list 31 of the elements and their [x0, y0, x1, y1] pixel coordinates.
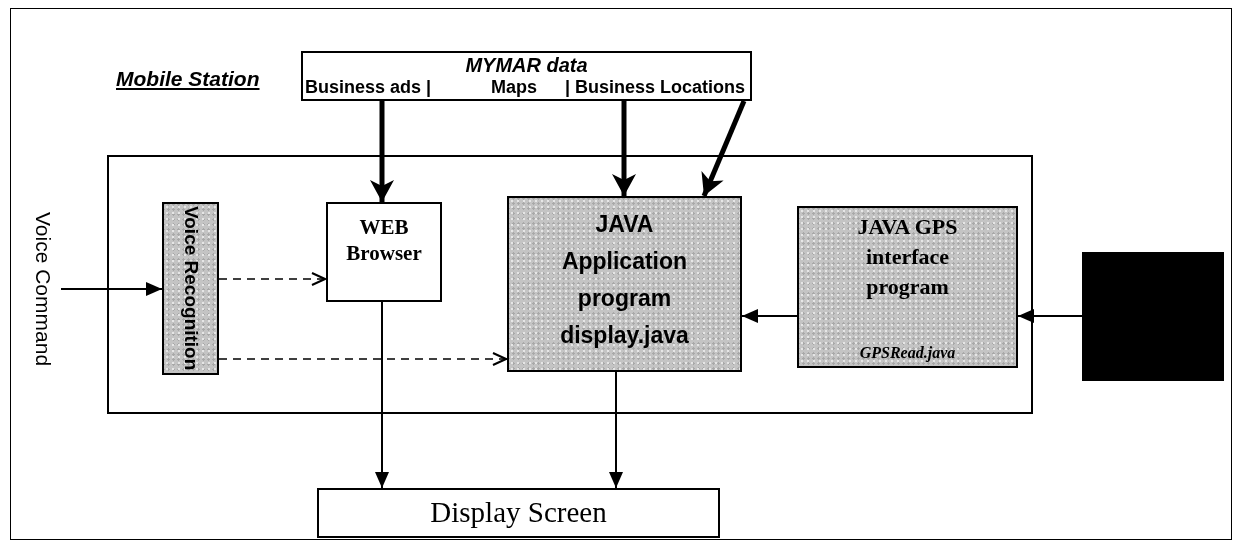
- process-label: Voice Recognition: [179, 205, 203, 373]
- arrow: [375, 301, 389, 489]
- arrow: [612, 101, 636, 196]
- device-block: [1082, 252, 1224, 381]
- display-label: Display Screen: [429, 496, 608, 529]
- process-label: JAVA Application program display.java: [559, 210, 690, 350]
- process-label: WEB Browser: [345, 214, 423, 266]
- arrow: [701, 100, 747, 197]
- box-title: MYMAR data: [464, 54, 589, 77]
- arrow: [60, 282, 163, 296]
- file-name: GPSRead.java: [858, 344, 957, 362]
- arrow: [218, 352, 508, 366]
- process-box: [326, 202, 442, 302]
- arrow: [370, 101, 394, 202]
- data-item: Business ads |: [305, 77, 432, 98]
- arrow: [1017, 309, 1083, 323]
- section-heading: Mobile Station: [116, 67, 260, 91]
- data-item: | Business Locations: [565, 77, 746, 98]
- process-box: [507, 196, 742, 372]
- arrow: [741, 309, 798, 323]
- frame-box: [10, 8, 1232, 540]
- input-label: Voice Command: [31, 210, 56, 369]
- process-box: [797, 206, 1018, 368]
- data-item: Maps: [491, 77, 537, 98]
- arrow: [609, 371, 623, 489]
- display-box: [317, 488, 720, 538]
- system-box: [107, 155, 1033, 414]
- process-box: [162, 202, 219, 375]
- arrow: [218, 272, 327, 286]
- data-source-box: [301, 51, 752, 101]
- process-label: JAVA GPS interface program: [856, 213, 959, 301]
